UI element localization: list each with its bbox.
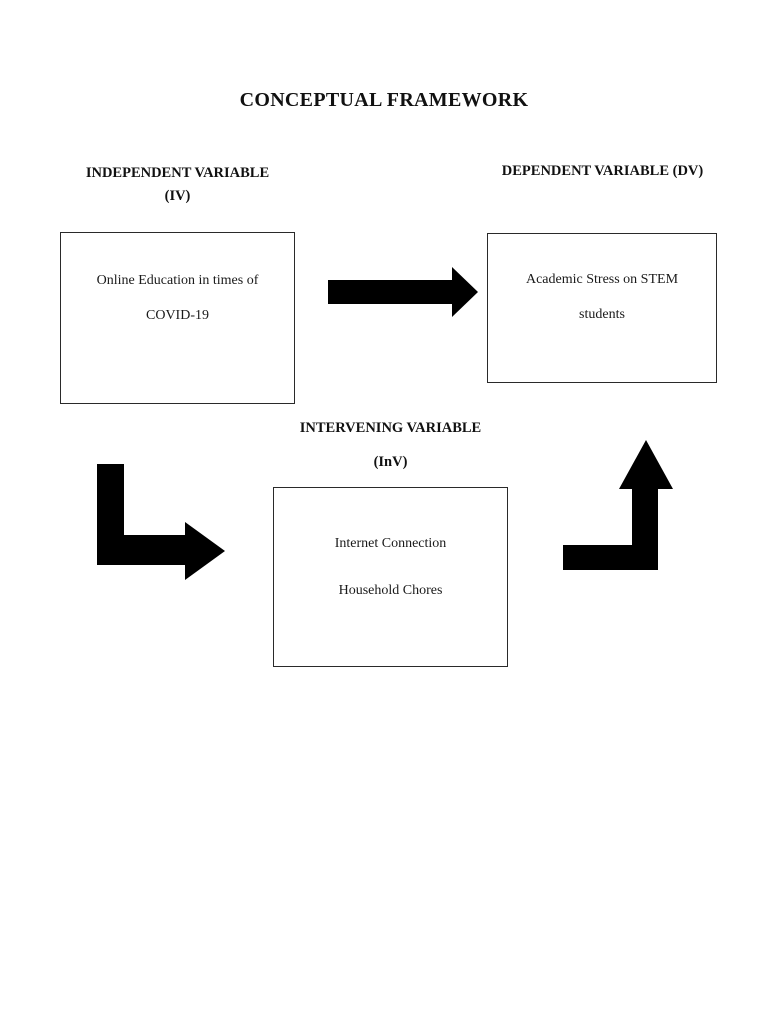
iv-to-inv-arrow-shape	[97, 464, 225, 580]
independent-variable-label-line1: INDEPENDENT VARIABLE	[85, 165, 270, 181]
iv-to-inv-arrow-icon	[97, 464, 227, 582]
independent-variable-label-line2: (IV)	[164, 188, 191, 204]
independent-box-line1: Online Education in times of	[96, 273, 259, 288]
iv-to-dv-arrow-icon	[328, 267, 478, 317]
intervening-variable-box: Internet Connection Household Chores	[273, 487, 508, 667]
intervening-variable-label-line1: INTERVENING VARIABLE	[299, 420, 482, 436]
independent-box-line2: COVID-19	[146, 308, 209, 323]
independent-variable-box: Online Education in times of COVID-19	[60, 232, 295, 404]
inv-to-dv-arrow-icon	[563, 440, 673, 570]
dependent-box-line2: students	[579, 307, 625, 322]
dependent-variable-box: Academic Stress on STEM students	[487, 233, 717, 383]
inv-to-dv-arrow-shape	[563, 440, 673, 570]
intervening-variable-label-line2: (InV)	[373, 454, 408, 470]
dependent-variable-label: DEPENDENT VARIABLE (DV)	[501, 163, 704, 179]
intervening-box-line1: Internet Connection	[334, 536, 447, 551]
page-title: CONCEPTUAL FRAMEWORK	[239, 89, 529, 111]
intervening-box-line2: Household Chores	[338, 583, 443, 598]
dependent-box-line1: Academic Stress on STEM	[525, 272, 679, 287]
iv-to-dv-arrow-head	[452, 267, 478, 317]
iv-to-dv-arrow-body	[328, 280, 452, 304]
independent-variable-label: INDEPENDENT VARIABLE (IV)	[60, 163, 295, 206]
intervening-variable-label: INTERVENING VARIABLE (InV)	[273, 418, 508, 472]
